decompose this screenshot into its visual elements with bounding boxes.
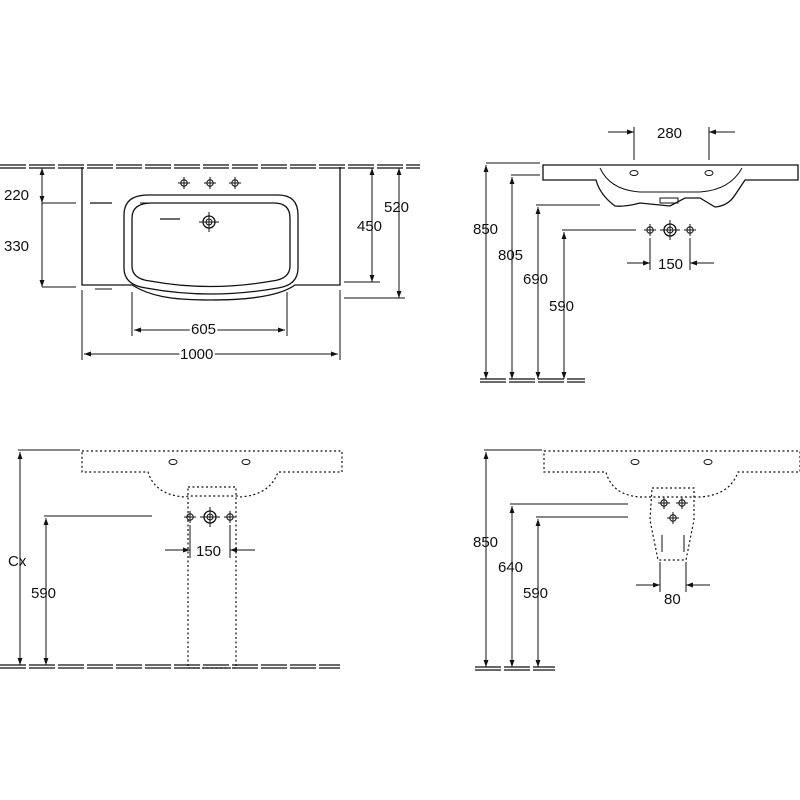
tap-hole-icon <box>203 176 217 190</box>
front-view-pedestal: Cx 590 150 150 <box>0 449 343 669</box>
water-connection-icon <box>643 223 657 237</box>
dim-label-520: 520 <box>384 199 409 216</box>
pedestal-outline <box>187 486 237 669</box>
dim-label-690: 690 <box>523 271 548 288</box>
siphon-cover-outline <box>649 487 695 561</box>
dim-label-605: 605 <box>191 321 216 338</box>
dim-label-220: 220 <box>4 187 29 204</box>
side-view: 280 850 805 690 590 150 150 <box>473 125 799 383</box>
tap-hole-icon <box>177 176 191 190</box>
bowl-inner-outline <box>131 202 291 288</box>
dim-label-bg: 605 <box>191 321 216 338</box>
dim-label-640: 640 <box>498 559 523 576</box>
basin-outline <box>81 450 343 498</box>
top-view: 220 330 450 520 605 605 1000 1000 <box>0 164 420 365</box>
front-view-siphon: 850 640 590 80 <box>473 449 800 671</box>
dim-label-cx: Cx <box>8 553 27 570</box>
drain-icon <box>198 211 220 233</box>
dim-label-280: 280 <box>657 125 682 142</box>
dim-label-150: 150 <box>658 256 683 273</box>
dim-label-850: 850 <box>473 534 498 551</box>
tap-hole-icon <box>241 459 251 465</box>
dim-label-80: 80 <box>664 591 681 608</box>
dim-label-805: 805 <box>498 247 523 264</box>
tap-hole-icon <box>703 459 713 465</box>
dim-label-bg: 150 <box>658 256 683 273</box>
basin-profile <box>542 164 799 208</box>
tap-hole-icon <box>704 170 714 176</box>
water-connection-icon <box>657 496 671 510</box>
dim-label-330: 330 <box>4 238 29 255</box>
dim-label-590: 590 <box>549 298 574 315</box>
dim-label-850: 850 <box>473 221 498 238</box>
dim-label-bg: 150 <box>196 543 221 560</box>
bowl-profile <box>599 167 743 193</box>
water-connection-icon <box>675 496 689 510</box>
dim-label-150: 150 <box>196 543 221 560</box>
water-connection-icon <box>183 510 197 524</box>
waste-connection-icon <box>199 506 221 528</box>
water-connection-icon <box>223 510 237 524</box>
waste-connection-icon <box>659 219 681 241</box>
basin-outline <box>81 167 341 301</box>
waste-connection-icon <box>666 511 680 525</box>
tap-hole-icon <box>629 170 639 176</box>
dim-label-bg: 1000 <box>180 346 213 363</box>
tap-hole-icon <box>228 176 242 190</box>
tap-hole-icon <box>168 459 178 465</box>
bowl-outline <box>123 194 299 295</box>
drain-outlet <box>659 197 679 204</box>
dim-label-450: 450 <box>357 218 382 235</box>
tap-hole-icon <box>630 459 640 465</box>
dim-label-590: 590 <box>523 585 548 602</box>
dim-label-1000: 1000 <box>180 346 213 363</box>
water-connection-icon <box>683 223 697 237</box>
dim-label-590: 590 <box>31 585 56 602</box>
basin-outline <box>543 450 800 498</box>
